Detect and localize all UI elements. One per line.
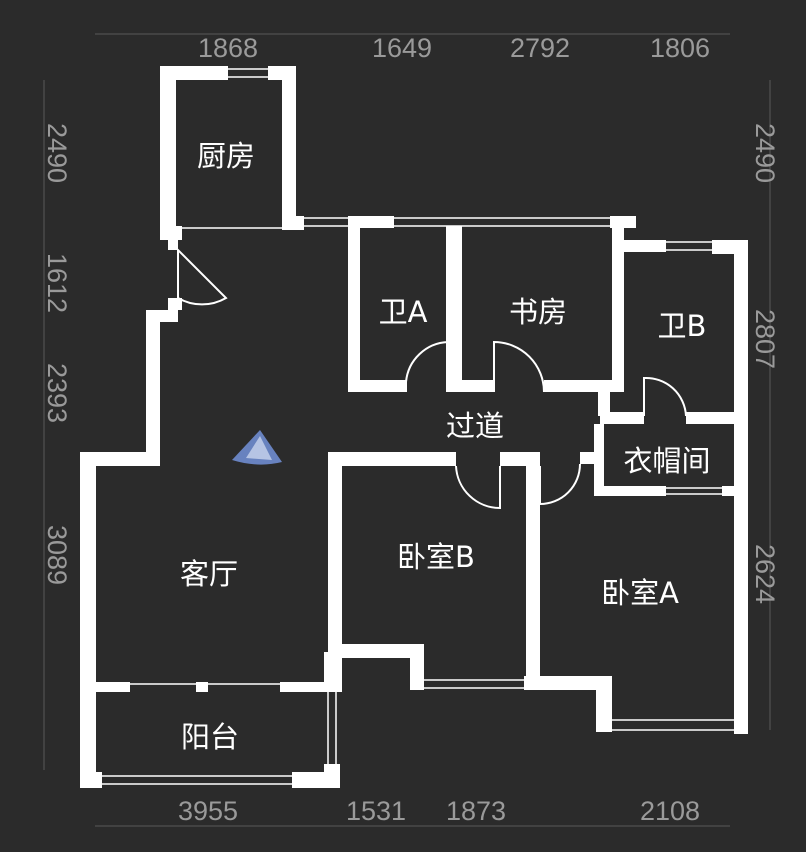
room-label-living: 客厅 bbox=[180, 557, 238, 591]
door-bath-a bbox=[405, 340, 449, 392]
dim-left-4: 3089 bbox=[42, 525, 72, 585]
walls bbox=[80, 66, 748, 788]
room-label-study: 书房 bbox=[509, 295, 567, 329]
dim-top-3: 2792 bbox=[510, 33, 570, 63]
dim-right-1: 2490 bbox=[750, 123, 780, 183]
dim-top-1: 1868 bbox=[198, 33, 258, 63]
room-label-bedroom-a: 卧室A bbox=[601, 576, 679, 610]
doors bbox=[177, 247, 687, 510]
dim-bottom-4: 2108 bbox=[640, 796, 700, 826]
dim-left-3: 2393 bbox=[42, 363, 72, 423]
dim-left-2: 1612 bbox=[42, 253, 72, 313]
dim-left-1: 2490 bbox=[42, 123, 72, 183]
door-study bbox=[493, 340, 545, 393]
room-label-bath-b: 卫B bbox=[658, 309, 707, 343]
room-label-corridor: 过道 bbox=[446, 409, 504, 443]
dim-right-2: 2807 bbox=[750, 309, 780, 369]
door-bedroom-a bbox=[539, 463, 581, 506]
room-label-bath-a: 卫A bbox=[379, 295, 428, 329]
room-label-kitchen: 厨房 bbox=[197, 139, 255, 173]
dim-bottom-1: 3955 bbox=[178, 796, 238, 826]
room-label-balcony: 阳台 bbox=[181, 720, 239, 754]
room-label-cloakroom: 衣帽间 bbox=[623, 444, 710, 478]
door-kitchen bbox=[177, 247, 228, 306]
dim-right-3: 2624 bbox=[750, 544, 780, 604]
dim-top-4: 1806 bbox=[650, 33, 710, 63]
dim-bottom-3: 1873 bbox=[446, 796, 506, 826]
door-bath-b bbox=[643, 376, 687, 417]
windows bbox=[102, 68, 734, 785]
dimension-guides bbox=[43, 33, 771, 827]
dim-top-2: 1649 bbox=[372, 33, 432, 63]
door-bedroom-b bbox=[455, 465, 501, 510]
dim-bottom-2: 1531 bbox=[346, 796, 406, 826]
compass-viewpoint-icon bbox=[232, 430, 282, 465]
room-label-bedroom-b: 卧室B bbox=[397, 540, 475, 574]
